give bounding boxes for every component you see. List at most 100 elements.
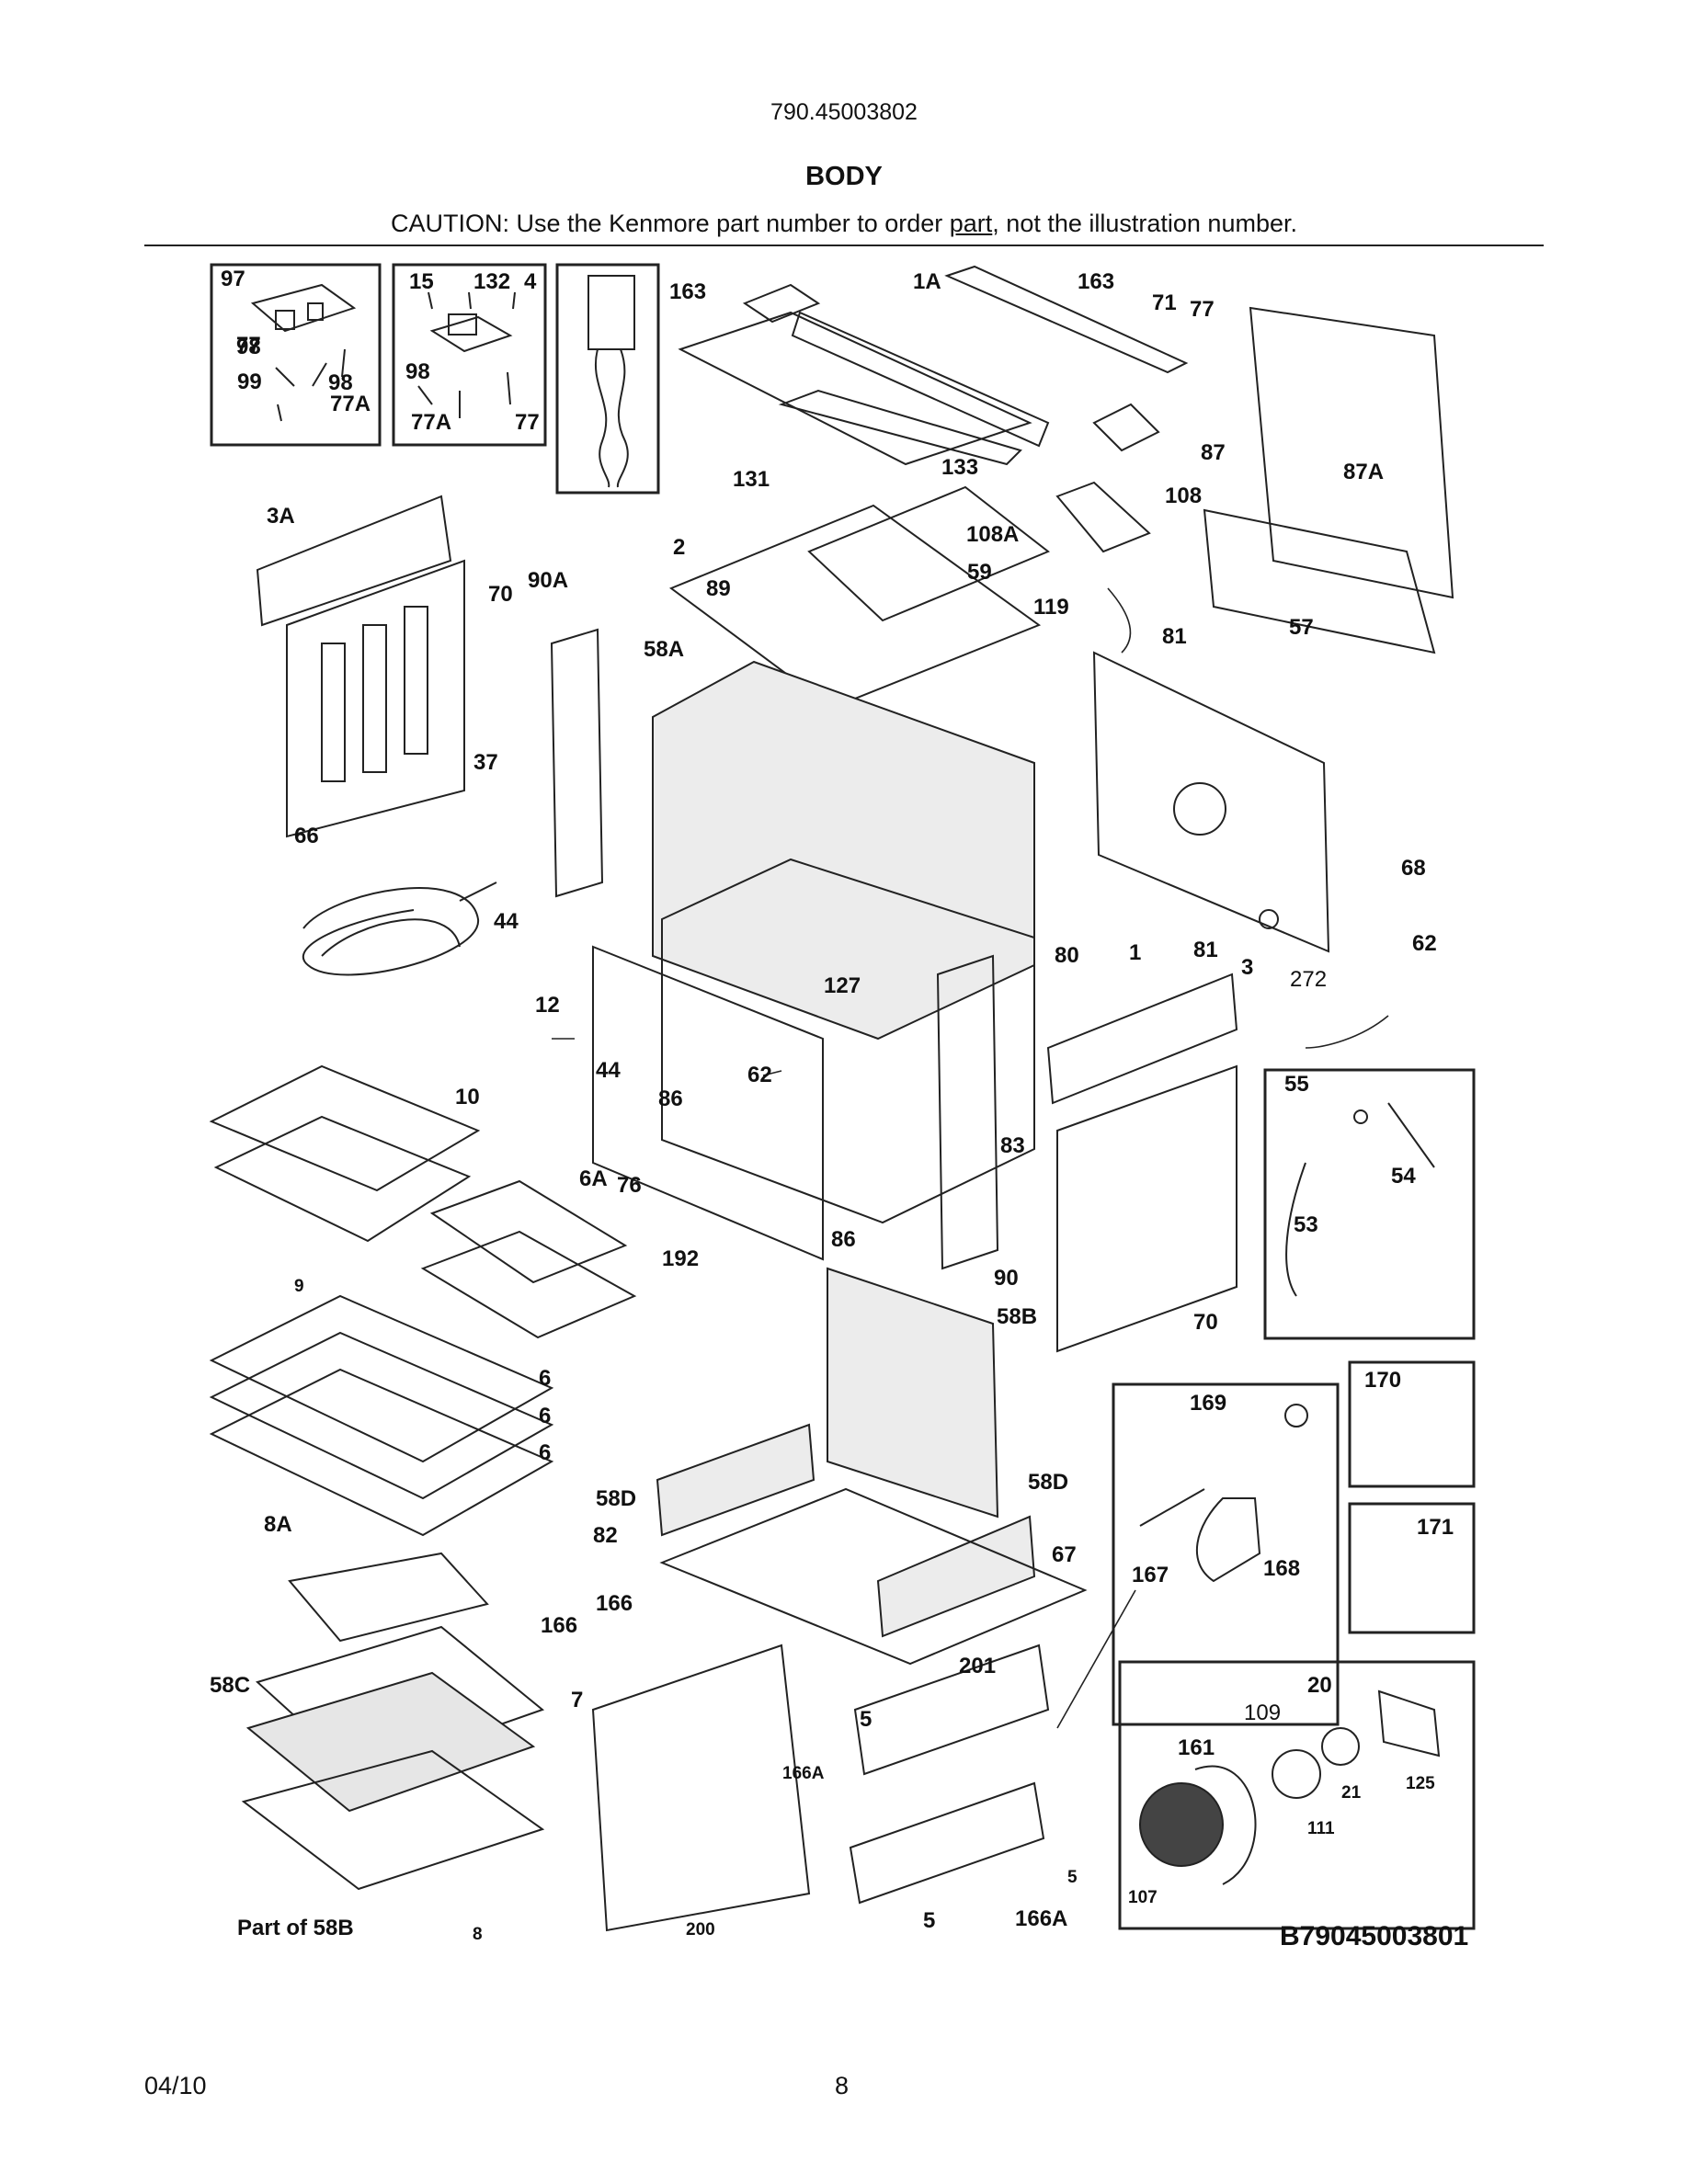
callout-21: 21 [1341, 1783, 1362, 1803]
callout-77: 77 [515, 410, 540, 435]
diagram-code: B79045003801 [1280, 1921, 1469, 1951]
callout-133: 133 [941, 455, 978, 480]
fan-drawing [1139, 1689, 1441, 1885]
callout-109: 109 [1244, 1701, 1281, 1725]
callout-83: 83 [1000, 1133, 1025, 1158]
callout-2: 2 [673, 535, 685, 560]
callout-86: 86 [658, 1086, 683, 1111]
callout-131: 131 [733, 467, 770, 492]
callout-166a: 166A [1015, 1906, 1067, 1931]
page-title: BODY [805, 162, 883, 191]
callout-108a: 108A [966, 522, 1019, 547]
callout-201: 201 [959, 1654, 996, 1678]
side-panel-left-drawing [256, 495, 604, 898]
caution-link-part[interactable]: part [949, 210, 993, 237]
callout-part-of-58b: Part of 58B [237, 1916, 354, 1940]
callout-3: 3 [1241, 955, 1253, 980]
callout-87a: 87A [1343, 460, 1384, 484]
callout-119: 119 [1033, 595, 1069, 620]
back-panel-drawing [1046, 651, 1330, 1353]
inset-box-convection-fan [1118, 1660, 1476, 1930]
callout-44: 44 [596, 1058, 621, 1083]
callout-272: 272 [1290, 967, 1327, 992]
callout-161: 161 [1178, 1735, 1215, 1760]
callout-77: 77 [236, 333, 261, 358]
callout-163: 163 [1078, 269, 1114, 294]
callout-80: 80 [1055, 943, 1079, 968]
callout-58d: 58D [1028, 1470, 1068, 1495]
callout-163: 163 [669, 279, 706, 304]
control-board-drawing [250, 283, 357, 422]
inset-box-sensor [555, 263, 660, 495]
callout-68: 68 [1401, 856, 1426, 881]
callout-171: 171 [1417, 1515, 1454, 1540]
model-number: 790.45003802 [770, 99, 918, 125]
callout-200: 200 [686, 1920, 715, 1939]
caution-text-pre: CAUTION: Use the Kenmore part number to … [391, 210, 950, 237]
leader-lines [552, 587, 1389, 1729]
callout-167: 167 [1132, 1563, 1169, 1587]
callout-98: 98 [328, 370, 353, 395]
callout-8: 8 [473, 1925, 483, 1944]
callout-86: 86 [831, 1227, 856, 1252]
inset-box-bracket-170 [1348, 1360, 1476, 1488]
callout-62: 62 [1412, 931, 1437, 956]
callout-20: 20 [1307, 1673, 1332, 1698]
callout-108: 108 [1165, 483, 1202, 508]
callout-166a: 166A [782, 1764, 825, 1783]
callout-67: 67 [1052, 1542, 1077, 1567]
callout-8a: 8A [264, 1512, 292, 1537]
callout-169: 169 [1190, 1391, 1226, 1416]
callout-44: 44 [494, 909, 519, 934]
callout-57: 57 [1289, 615, 1314, 640]
callout-58b: 58B [997, 1304, 1037, 1329]
caution-note: CAUTION: Use the Kenmore part number to … [0, 210, 1688, 238]
callout-1: 1 [1129, 940, 1141, 965]
callout-77a: 77A [411, 410, 451, 435]
broil-element-drawing [302, 882, 497, 976]
callout-90a: 90A [528, 568, 568, 593]
callout-168: 168 [1263, 1556, 1300, 1581]
callout-58d: 58D [596, 1486, 636, 1511]
callout-77: 77 [1190, 297, 1215, 322]
callout-99: 99 [237, 370, 262, 394]
sensor-drawing [587, 275, 635, 488]
inset-box-bracket-171 [1348, 1502, 1476, 1634]
callout-55: 55 [1284, 1072, 1309, 1097]
callout-192: 192 [662, 1246, 699, 1271]
inset-box-relay-board [392, 263, 547, 447]
inset-box-probe [1263, 1068, 1476, 1340]
callout-58c: 58C [210, 1673, 250, 1698]
callout-5: 5 [1067, 1868, 1078, 1887]
callout-70: 70 [488, 582, 513, 607]
callout-6: 6 [539, 1440, 551, 1465]
callout-10: 10 [455, 1085, 480, 1109]
callout-37: 37 [473, 750, 498, 775]
callout-4: 4 [524, 269, 537, 294]
callout-3a: 3A [267, 504, 295, 529]
footer-date: 04/10 [144, 2072, 207, 2099]
callout-71: 71 [1152, 290, 1177, 315]
callout-98: 98 [236, 335, 261, 359]
callout-98: 98 [405, 359, 430, 384]
callout-6: 6 [539, 1366, 551, 1391]
callout-76: 76 [617, 1173, 642, 1198]
callout-82: 82 [593, 1523, 618, 1548]
callout-59: 59 [967, 560, 992, 585]
oven-rack-drawing [209, 1179, 637, 1537]
callout-5: 5 [860, 1707, 872, 1732]
callout-81: 81 [1162, 624, 1187, 649]
probe-drawing [1285, 1102, 1435, 1297]
callout-6: 6 [539, 1404, 551, 1428]
callout-5: 5 [923, 1908, 935, 1933]
header-divider [144, 245, 1544, 246]
drawer-assembly-drawing [591, 1267, 1088, 1932]
callout-9: 9 [294, 1277, 304, 1296]
callout-107: 107 [1128, 1888, 1158, 1907]
callout-166: 166 [596, 1591, 633, 1616]
bake-element-drawing [241, 1552, 545, 1891]
callout-58a: 58A [644, 637, 684, 662]
hinge-drawing [1139, 1404, 1308, 1583]
